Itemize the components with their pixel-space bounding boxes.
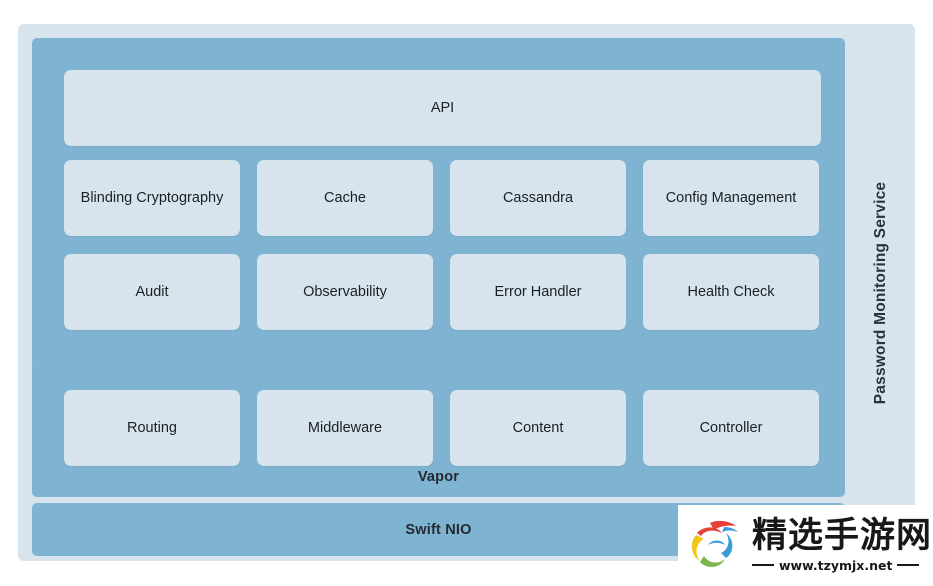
- card-middleware[interactable]: Middleware: [257, 390, 433, 466]
- card-content-label: Content: [512, 419, 564, 436]
- watermark-rule-right: [897, 564, 920, 567]
- card-controller[interactable]: Controller: [643, 390, 819, 466]
- card-api[interactable]: API: [64, 70, 821, 146]
- card-blinding-cryptography-label: Blinding Cryptography: [80, 189, 224, 206]
- password-monitoring-service-container: API Blinding Cryptography Cache Cassandr…: [18, 24, 915, 561]
- card-health-check[interactable]: Health Check: [643, 254, 819, 330]
- card-content[interactable]: Content: [450, 390, 626, 466]
- card-cache-label: Cache: [324, 189, 366, 206]
- card-controller-label: Controller: [699, 419, 763, 436]
- card-middleware-label: Middleware: [307, 419, 383, 436]
- card-api-label: API: [430, 99, 455, 116]
- service-vertical-label-text: Password Monitoring Service: [872, 181, 890, 404]
- card-routing-label: Routing: [127, 419, 177, 436]
- watermark-site-name: 精选手游网: [752, 516, 933, 557]
- services-row-1: Blinding Cryptography Cache Cassandra Co…: [64, 160, 821, 236]
- card-audit-label: Audit: [135, 283, 169, 300]
- watermark: 精选手游网 www.tzymjx.net: [678, 505, 933, 586]
- card-health-check-label: Health Check: [687, 283, 775, 300]
- application-panel: API Blinding Cryptography Cache Cassandr…: [32, 38, 845, 369]
- card-config-management-label: Config Management: [665, 189, 797, 206]
- watermark-url-row: www.tzymjx.net: [752, 558, 932, 573]
- vapor-row: Routing Middleware Content Controller: [64, 390, 821, 466]
- card-error-handler-label: Error Handler: [494, 283, 582, 300]
- watermark-logo-icon: [684, 515, 746, 577]
- services-row-2: Audit Observability Error Handler Health…: [64, 254, 821, 330]
- watermark-text: 精选手游网 www.tzymjx.net: [752, 518, 932, 573]
- card-blinding-cryptography[interactable]: Blinding Cryptography: [64, 160, 240, 236]
- watermark-url: www.tzymjx.net: [779, 557, 893, 573]
- vapor-panel-label: Vapor: [417, 469, 460, 485]
- vapor-panel: Routing Middleware Content Controller Va…: [32, 362, 845, 497]
- swift-nio-panel-label: Swift NIO: [405, 521, 472, 538]
- service-vertical-label: Password Monitoring Service: [851, 24, 911, 561]
- card-audit[interactable]: Audit: [64, 254, 240, 330]
- card-cassandra[interactable]: Cassandra: [450, 160, 626, 236]
- card-observability-label: Observability: [303, 283, 387, 300]
- card-routing[interactable]: Routing: [64, 390, 240, 466]
- card-cassandra-label: Cassandra: [502, 189, 574, 206]
- card-cache[interactable]: Cache: [257, 160, 433, 236]
- card-observability[interactable]: Observability: [257, 254, 433, 330]
- card-config-management[interactable]: Config Management: [643, 160, 819, 236]
- watermark-rule-left: [752, 564, 774, 567]
- card-error-handler[interactable]: Error Handler: [450, 254, 626, 330]
